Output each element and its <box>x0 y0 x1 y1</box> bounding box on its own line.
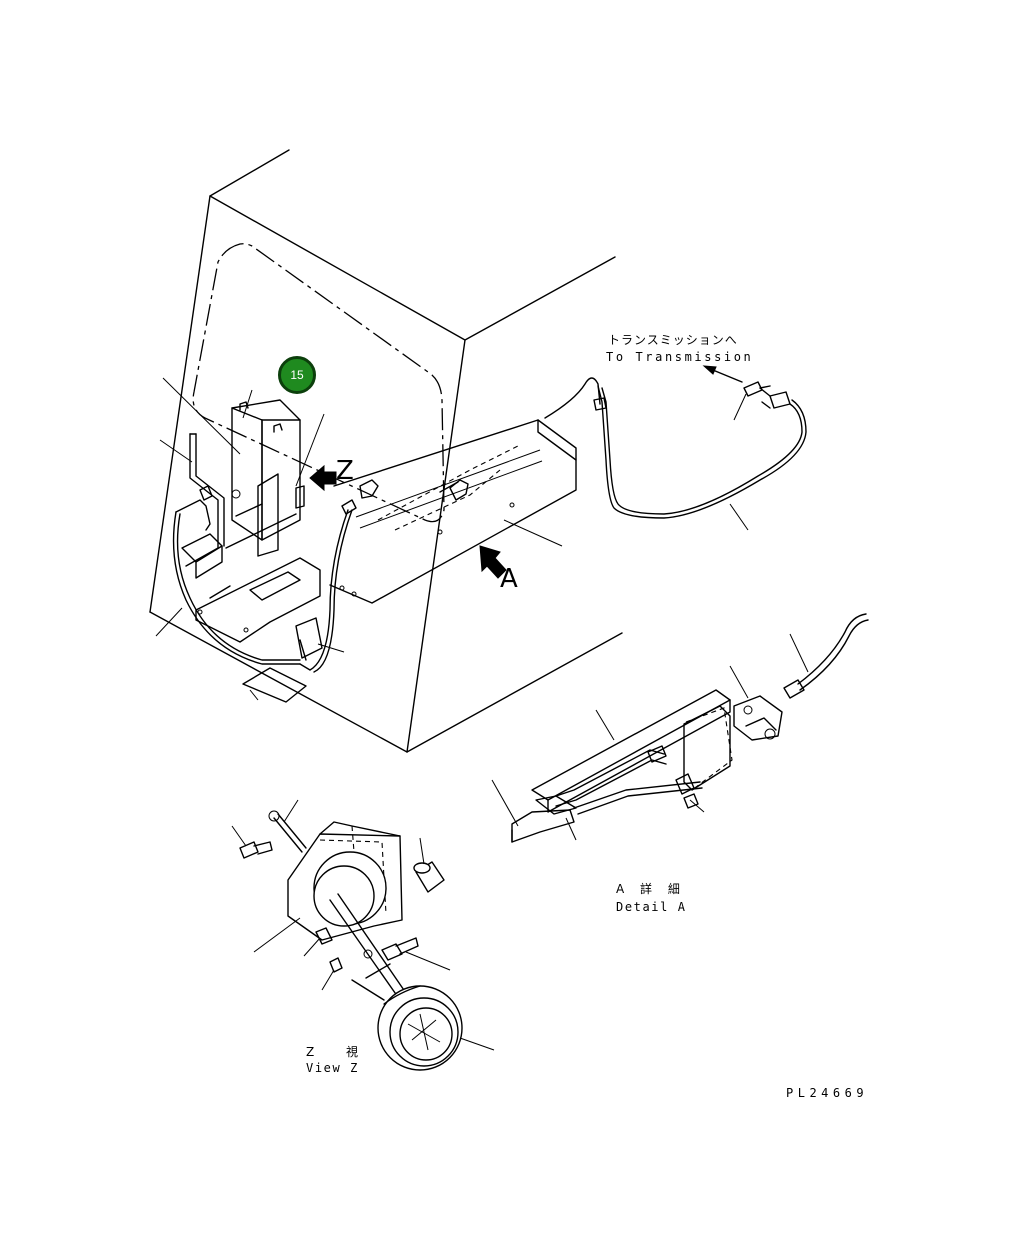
drawing-number: PL24669 <box>786 1086 869 1100</box>
view-z <box>239 810 463 1071</box>
leader-lines-view-z <box>231 799 495 1051</box>
label-to-transmission-en: To Transmission <box>606 350 754 364</box>
label-arrow-z: Z <box>336 456 354 486</box>
arrow-z <box>309 464 337 492</box>
leader-lines-detail-a <box>491 633 809 841</box>
label-view-z-jp: Z 視 <box>306 1045 373 1059</box>
speedometer-cable <box>295 499 357 673</box>
transmission-cable <box>544 377 807 519</box>
tube-assembly <box>172 433 301 665</box>
cab-body <box>149 149 623 753</box>
label-detail-a-jp: A 詳 細 <box>616 882 686 896</box>
label-view-z-en: View Z <box>306 1061 359 1075</box>
gauge-holder <box>231 399 305 557</box>
callout-badge-15[interactable]: 15 <box>278 356 316 394</box>
floor-plate <box>195 513 321 643</box>
label-arrow-a: A <box>500 564 518 594</box>
detail-a-view <box>511 613 869 843</box>
clamp-plate <box>242 667 307 703</box>
arrow-a <box>479 545 507 579</box>
label-detail-a-en: Detail A <box>616 900 687 914</box>
instrument-bracket <box>329 419 577 604</box>
label-to-transmission-jp: トランスミッションへ <box>608 333 738 347</box>
leader-lines-main <box>155 377 749 701</box>
